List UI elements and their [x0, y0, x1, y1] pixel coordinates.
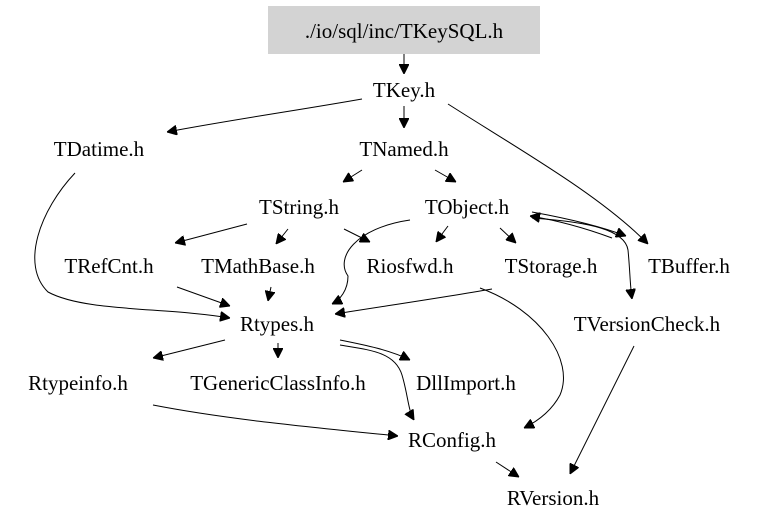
edge-tdatime-to-rtypes [34, 172, 230, 318]
node-tkeysql: ./io/sql/inc/TKeySQL.h [305, 19, 504, 43]
node-rtypeinfo: Rtypeinfo.h [28, 371, 128, 395]
edge-rtypeinfo-to-rconfig [152, 404, 398, 436]
edge-tkey-to-tdatime [167, 98, 363, 132]
node-tbuffer: TBuffer.h [648, 254, 730, 278]
node-tmathbase: TMathBase.h [201, 254, 315, 278]
edge-tobject-to-tversioncheck [531, 217, 632, 299]
node-tstring: TString.h [259, 195, 339, 219]
node-tkey: TKey.h [373, 78, 436, 102]
edge-tobject-to-tstorage [499, 227, 516, 243]
edge-tobject-to-rtypes [332, 219, 411, 304]
edges [34, 54, 648, 477]
edge-tbuffer-to-tobject [530, 216, 613, 239]
edge-tobject-to-riosfwd [436, 225, 449, 242]
root-node-box [268, 6, 540, 54]
edge-rtypes-to-rconfig [339, 344, 414, 420]
edge-tmathbase-to-rtypes [268, 286, 271, 301]
node-tstorage: TStorage.h [505, 254, 598, 278]
edge-tstorage-to-rconfig [479, 287, 564, 428]
edge-rtypes-to-dllimport [339, 339, 410, 360]
node-rversion: RVersion.h [507, 486, 600, 510]
node-tobject: TObject.h [425, 195, 510, 219]
edge-tnamed-to-tobject [434, 169, 456, 182]
node-tdatime: TDatime.h [54, 137, 145, 161]
edge-tversioncheck-to-rversion [570, 345, 635, 474]
node-rtypes: Rtypes.h [240, 312, 315, 336]
edge-tnamed-to-tstring [343, 169, 363, 182]
node-rconfig: RConfig.h [408, 428, 497, 452]
edge-rtypes-to-rtypeinfo [153, 339, 226, 358]
edge-tstring-to-tmathbase [276, 228, 289, 244]
node-trefcnt: TRefCnt.h [64, 254, 154, 278]
node-tgenericclassinfo: TGenericClassInfo.h [190, 371, 366, 395]
edge-trefcnt-to-rtypes [176, 286, 230, 306]
node-riosfwd: Riosfwd.h [367, 254, 454, 278]
node-tnamed: TNamed.h [359, 137, 449, 161]
node-dllimport: DllImport.h [416, 371, 516, 395]
node-tversioncheck: TVersionCheck.h [574, 312, 721, 336]
edge-rconfig-to-rversion [495, 461, 519, 477]
edge-tstring-to-trefcnt [175, 223, 248, 243]
edge-tstring-to-riosfwd [343, 228, 370, 242]
edge-tkey-to-tbuffer [447, 103, 648, 244]
edge-tstorage-to-rtypes [335, 288, 493, 314]
nodes: ./io/sql/inc/TKeySQL.h TKey.h TDatime.h … [28, 6, 730, 510]
edge-tobject-to-tbuffer [531, 211, 626, 236]
